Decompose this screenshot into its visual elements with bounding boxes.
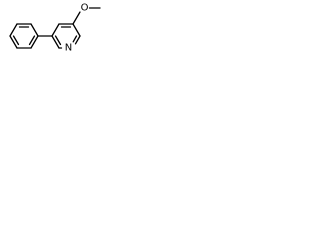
bond-phenyl-4 [30, 35, 39, 49]
bond-phenyl-double-3 [12, 35, 20, 46]
bond-ring-oxygen [72, 11, 81, 25]
bond-pyridine-1 [51, 23, 60, 37]
nitrogen-atom-label: N [65, 43, 72, 54]
bond-pyridine-double-2 [72, 35, 78, 43]
bond-phenyl-1 [9, 23, 18, 37]
bond-phenyl-6 [9, 35, 18, 49]
bond-phenyl-double-2 [28, 35, 36, 46]
bond-lines [9, 7, 101, 49]
bond-pyridine-6 [51, 35, 60, 49]
bond-pyridine-4 [74, 35, 81, 45]
bond-phenyl-3 [30, 23, 39, 37]
bond-pyridine-double-3 [54, 35, 62, 46]
bond-pyridine-3 [72, 23, 81, 37]
chemical-structure-diagram: O N [9, 3, 101, 54]
oxygen-atom-label: O [81, 3, 89, 14]
